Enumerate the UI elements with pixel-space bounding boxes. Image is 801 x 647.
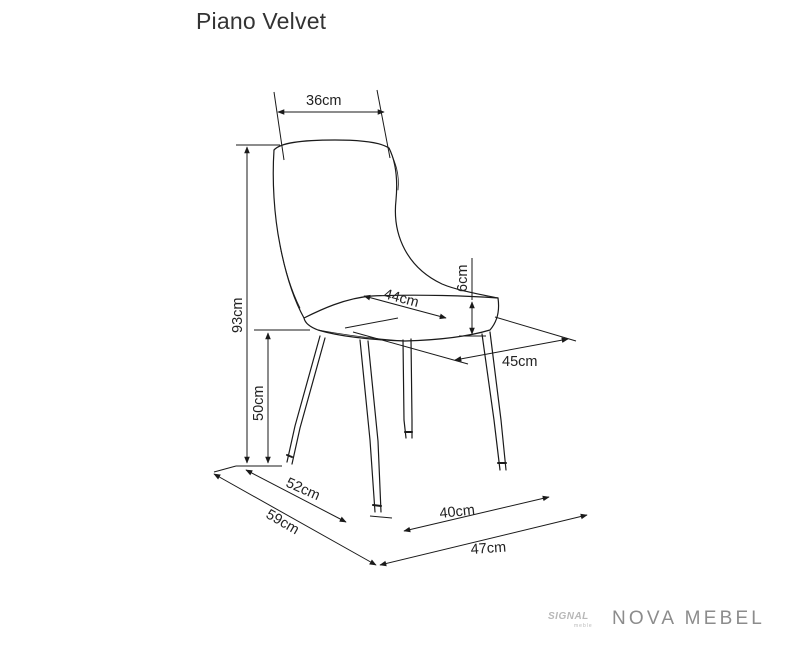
- overall-depth-arrow: [213, 473, 377, 566]
- label-overall-depth: 59cm: [263, 507, 302, 539]
- label-total-height: 93cm: [230, 298, 246, 333]
- label-leg-width: 40cm: [439, 502, 476, 522]
- signal-logo-text: SIGNAL: [548, 611, 589, 622]
- signal-logo: SIGNAL meble: [548, 608, 604, 630]
- label-back-width: 36cm: [306, 93, 341, 109]
- label-overall-width: 47cm: [470, 540, 506, 558]
- dimension-lines: [213, 89, 588, 567]
- seat-depth-arrow: [363, 294, 447, 320]
- signal-logo-subtext: meble: [574, 623, 593, 629]
- label-seat-height: 50cm: [251, 386, 267, 421]
- product-title: Piano Velvet: [196, 8, 327, 34]
- leg-width-arrow: [403, 495, 550, 533]
- label-seat-width: 45cm: [502, 354, 537, 370]
- brand-name: NOVA MEBEL: [612, 608, 766, 629]
- dimension-labels: 36cm 93cm 50cm 44cm 6cm 45cm 52cm 59cm 4…: [230, 93, 537, 558]
- label-seat-thickness: 6cm: [455, 265, 471, 292]
- seat-width-arrow: [454, 337, 569, 362]
- label-seat-depth: 44cm: [382, 286, 420, 311]
- chair-outline: [272, 139, 507, 513]
- overall-width-arrow: [379, 513, 588, 567]
- brand-footer: SIGNAL meble NOVA MEBEL: [548, 604, 765, 634]
